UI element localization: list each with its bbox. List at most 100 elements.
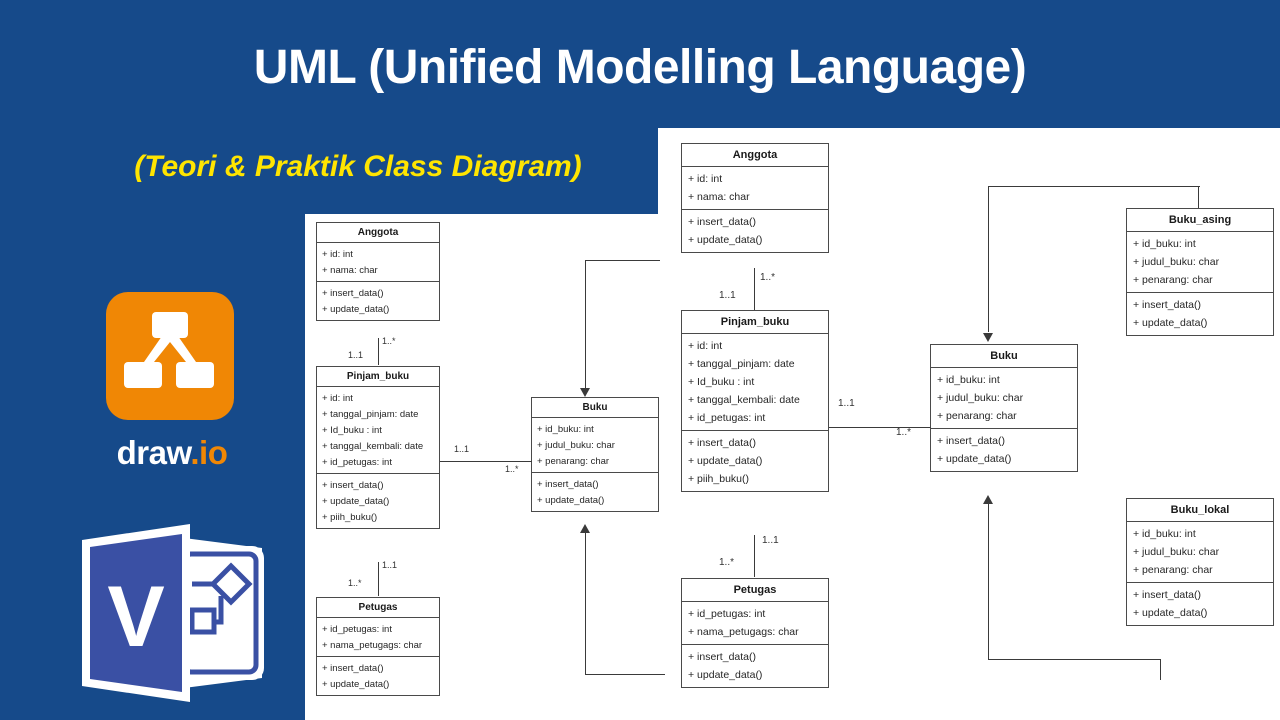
- left-class-pinjam-buku[interactable]: Pinjam_buku + id: int + tanggal_pinjam: …: [316, 366, 440, 529]
- class-name: Petugas: [682, 579, 828, 602]
- methods-section: + insert_data() + update_data(): [317, 282, 439, 320]
- class-name: Petugas: [317, 598, 439, 618]
- attributes-section: + id_buku: int + judul_buku: char + pena…: [931, 368, 1077, 429]
- main-inherit-asing-v2: [988, 186, 990, 332]
- main-connector-anggota-pinjam: [754, 268, 756, 311]
- class-name: Pinjam_buku: [682, 311, 828, 334]
- main-inherit-lokal-h: [988, 659, 1161, 661]
- main-class-buku-lokal[interactable]: Buku_lokal + id_buku: int + judul_buku: …: [1126, 498, 1274, 626]
- attributes-section: + id_petugas: int + nama_petugags: char: [682, 602, 828, 645]
- class-name: Buku: [931, 345, 1077, 368]
- main-class-anggota[interactable]: Anggota + id: int + nama: char + insert_…: [681, 143, 829, 253]
- main-class-pinjam-buku[interactable]: Pinjam_buku + id: int + tanggal_pinjam: …: [681, 310, 829, 492]
- attribute-row: + penarang: char: [937, 410, 1017, 422]
- attribute-row: + id: int: [688, 173, 723, 185]
- multiplicity-label: 1..*: [760, 272, 776, 283]
- main-inherit-asing-h: [988, 186, 1200, 188]
- left-connector-anggota-pinjam: [378, 338, 380, 365]
- attribute-row: + penarang: char: [1133, 274, 1213, 286]
- method-row: + insert_data(): [1133, 299, 1201, 311]
- attribute-row: + id_buku: int: [1133, 238, 1196, 250]
- attributes-section: + id: int + nama: char: [682, 167, 828, 210]
- attribute-row: + id_petugas: int: [688, 608, 766, 620]
- class-name: Anggota: [317, 223, 439, 243]
- main-class-buku[interactable]: Buku + id_buku: int + judul_buku: char +…: [930, 344, 1078, 472]
- method-row: + insert_data(): [537, 478, 599, 490]
- drawio-tile-icon: [106, 292, 234, 420]
- multiplicity-label: 1..1: [454, 444, 470, 454]
- attribute-row: + tanggal_kembali: date: [322, 440, 424, 452]
- attributes-section: + id: int + tanggal_pinjam: date + Id_bu…: [317, 387, 439, 474]
- main-connector-pinjam-buku: [829, 427, 931, 429]
- left-class-petugas[interactable]: Petugas + id_petugas: int + nama_petugag…: [316, 597, 440, 696]
- attribute-row: + nama_petugags: char: [688, 626, 799, 638]
- drawio-word-accent: .io: [190, 434, 228, 471]
- multiplicity-label: 1..*: [348, 578, 362, 588]
- method-row: + insert_data(): [322, 287, 384, 299]
- method-row: + update_data(): [322, 678, 390, 690]
- attribute-row: + id: int: [322, 392, 353, 404]
- method-row: + update_data(): [688, 669, 763, 681]
- methods-section: + insert_data() + update_data(): [1127, 583, 1273, 625]
- attributes-section: + id_petugas: int + nama_petugags: char: [317, 618, 439, 657]
- methods-section: + insert_data() + update_data(): [532, 473, 658, 511]
- methods-section: + insert_data() + update_data(): [931, 429, 1077, 471]
- attributes-section: + id_buku: int + judul_buku: char + pena…: [1127, 232, 1273, 293]
- method-row: + update_data(): [688, 234, 763, 246]
- svg-text:V: V: [107, 569, 164, 665]
- main-connector-pinjam-petugas: [754, 535, 756, 577]
- method-row: + piih_buku(): [688, 473, 749, 485]
- attribute-row: + id: int: [688, 340, 723, 352]
- class-name: Buku_asing: [1127, 209, 1273, 232]
- attribute-row: + id_buku: int: [1133, 528, 1196, 540]
- method-row: + update_data(): [322, 303, 390, 315]
- main-class-petugas[interactable]: Petugas + id_petugas: int + nama_petugag…: [681, 578, 829, 688]
- attribute-row: + judul_buku: char: [537, 439, 615, 451]
- main-inherit-arrow-asing: [983, 333, 993, 342]
- class-name: Buku_lokal: [1127, 499, 1273, 522]
- visio-logo: V: [66, 518, 276, 708]
- main-inherit-lokal-v1: [1160, 660, 1162, 680]
- methods-section: + insert_data() + update_data(): [317, 657, 439, 695]
- attribute-row: + Id_buku : int: [322, 424, 382, 436]
- attribute-row: + tanggal_pinjam: date: [688, 358, 795, 370]
- method-row: + update_data(): [1133, 607, 1208, 619]
- main-inherit-lokal-v2: [988, 503, 990, 660]
- attribute-row: + id_buku: int: [537, 423, 594, 435]
- methods-section: + insert_data() + update_data(): [682, 210, 828, 252]
- main-inherit-asing-v1: [1198, 186, 1200, 208]
- attribute-row: + id_petugas: int: [688, 412, 766, 424]
- multiplicity-label: 1..*: [896, 427, 912, 438]
- methods-section: + insert_data() + update_data() + piih_b…: [317, 474, 439, 528]
- method-row: + insert_data(): [322, 479, 384, 491]
- main-inherit-arrow-lokal: [983, 495, 993, 504]
- left-class-anggota[interactable]: Anggota + id: int + nama: char + insert_…: [316, 222, 440, 321]
- multiplicity-label: 1..*: [719, 557, 735, 568]
- page-title: UML (Unified Modelling Language): [253, 41, 1027, 94]
- method-row: + insert_data(): [1133, 589, 1201, 601]
- multiplicity-label: 1..1: [348, 350, 364, 360]
- method-row: + update_data(): [537, 494, 605, 506]
- drawio-logo: draw.io: [106, 292, 238, 472]
- left-inherit-line-bottom-v: [585, 530, 587, 675]
- multiplicity-label: 1..*: [382, 336, 396, 346]
- methods-section: + insert_data() + update_data(): [1127, 293, 1273, 335]
- methods-section: + insert_data() + update_data(): [682, 645, 828, 687]
- method-row: + update_data(): [937, 453, 1012, 465]
- attribute-row: + nama: char: [688, 191, 750, 203]
- method-row: + piih_buku(): [322, 511, 378, 523]
- method-row: + insert_data(): [688, 651, 756, 663]
- main-class-buku-asing[interactable]: Buku_asing + id_buku: int + judul_buku: …: [1126, 208, 1274, 336]
- attributes-section: + id: int + tanggal_pinjam: date + Id_bu…: [682, 334, 828, 431]
- attribute-row: + id_petugas: int: [322, 623, 392, 635]
- attribute-row: + tanggal_pinjam: date: [322, 408, 419, 420]
- multiplicity-label: 1..1: [838, 398, 855, 409]
- multiplicity-label: 1..1: [382, 560, 398, 570]
- method-row: + update_data(): [1133, 317, 1208, 329]
- attribute-row: + id_petugas: int: [322, 456, 392, 468]
- multiplicity-label: 1..1: [719, 290, 736, 301]
- attribute-row: + tanggal_kembali: date: [688, 394, 800, 406]
- attribute-row: + judul_buku: char: [937, 392, 1024, 404]
- left-class-buku[interactable]: Buku + id_buku: int + judul_buku: char +…: [531, 397, 659, 512]
- class-name: Buku: [532, 398, 658, 418]
